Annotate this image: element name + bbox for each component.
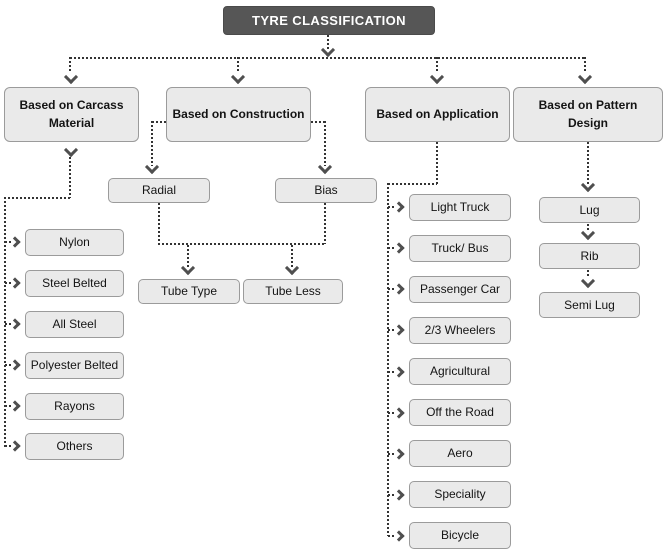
arrowhead-right-icon <box>9 359 21 371</box>
connector-line <box>436 142 438 184</box>
connector-line <box>158 243 326 245</box>
branch-header-construction: Based on Construction <box>166 87 311 142</box>
connector-line <box>324 121 326 166</box>
arrowhead-right-icon <box>393 489 405 501</box>
connector-line <box>69 57 71 73</box>
connector-line <box>388 371 396 373</box>
node-rayons: Rayons <box>25 393 124 420</box>
connector-line <box>69 157 71 198</box>
connector-line <box>158 203 160 244</box>
arrowhead-down-icon <box>230 69 246 85</box>
node-steel-belted: Steel Belted <box>25 270 124 297</box>
node-bias: Bias <box>275 178 377 203</box>
arrowhead-right-icon <box>393 407 405 419</box>
connector-line <box>187 245 189 267</box>
arrowhead-down-icon <box>144 159 160 175</box>
node-passenger-car: Passenger Car <box>409 276 511 303</box>
connector-line <box>5 405 13 407</box>
node-agricultural: Agricultural <box>409 358 511 385</box>
node-bicycle: Bicycle <box>409 522 511 549</box>
node-truck-bus: Truck/ Bus <box>409 235 511 262</box>
connector-line <box>388 412 396 414</box>
connector-line <box>291 245 293 267</box>
connector-line <box>70 57 585 59</box>
connector-line <box>5 282 13 284</box>
root-node-title: TYRE CLASSIFICATION <box>223 6 435 35</box>
connector-line <box>327 35 329 49</box>
connector-line <box>237 57 239 73</box>
node-others: Others <box>25 433 124 460</box>
node-aero: Aero <box>409 440 511 467</box>
connector-line <box>387 183 389 536</box>
arrowhead-right-icon <box>9 440 21 452</box>
connector-line <box>388 494 396 496</box>
node-off-the-road: Off the Road <box>409 399 511 426</box>
arrowhead-right-icon <box>393 530 405 542</box>
connector-line <box>388 206 396 208</box>
node-all-steel: All Steel <box>25 311 124 338</box>
connector-line <box>324 203 326 244</box>
connector-line <box>587 270 589 278</box>
node-speciality: Speciality <box>409 481 511 508</box>
arrowhead-right-icon <box>393 366 405 378</box>
connector-line <box>4 197 6 448</box>
connector-line <box>5 323 13 325</box>
connector-line <box>5 445 13 447</box>
branch-header-application: Based on Application <box>365 87 510 142</box>
arrowhead-down-icon <box>580 273 596 289</box>
connector-line <box>311 121 325 123</box>
connector-line <box>152 121 166 123</box>
arrowhead-down-icon <box>429 69 445 85</box>
arrowhead-down-icon <box>580 225 596 241</box>
arrowhead-right-icon <box>9 236 21 248</box>
arrowhead-right-icon <box>9 318 21 330</box>
arrowhead-right-icon <box>393 324 405 336</box>
arrowhead-right-icon <box>393 283 405 295</box>
connector-line <box>587 224 589 232</box>
connector-line <box>151 121 153 166</box>
node-rib: Rib <box>539 243 640 269</box>
arrowhead-down-icon <box>63 142 79 158</box>
node-light-truck: Light Truck <box>409 194 511 221</box>
node-polyester-belted: Polyester Belted <box>25 352 124 379</box>
node-nylon: Nylon <box>25 229 124 256</box>
node-lug: Lug <box>539 197 640 223</box>
node-tube-less: Tube Less <box>243 279 343 304</box>
connector-line <box>388 453 396 455</box>
arrowhead-down-icon <box>180 260 196 276</box>
connector-line <box>436 57 438 73</box>
arrowhead-down-icon <box>580 177 596 193</box>
connector-line <box>584 57 586 73</box>
connector-line <box>5 364 13 366</box>
connector-line <box>388 535 396 537</box>
arrowhead-down-icon <box>320 42 336 58</box>
branch-header-carcass: Based on Carcass Material <box>4 87 139 142</box>
connector-line <box>388 288 396 290</box>
arrowhead-right-icon <box>393 242 405 254</box>
arrowhead-down-icon <box>284 260 300 276</box>
arrowhead-right-icon <box>393 448 405 460</box>
node-2-3-wheelers: 2/3 Wheelers <box>409 317 511 344</box>
node-radial: Radial <box>108 178 210 203</box>
arrowhead-right-icon <box>9 277 21 289</box>
node-semi-lug: Semi Lug <box>539 292 640 318</box>
node-tube-type: Tube Type <box>138 279 240 304</box>
connector-line <box>388 183 437 185</box>
connector-line <box>5 241 13 243</box>
connector-line <box>388 247 396 249</box>
arrowhead-down-icon <box>317 159 333 175</box>
arrowhead-down-icon <box>577 69 593 85</box>
branch-header-pattern: Based on Pattern Design <box>513 87 663 142</box>
arrowhead-down-icon <box>63 69 79 85</box>
connector-line <box>388 329 396 331</box>
connector-line <box>4 197 71 199</box>
arrowhead-right-icon <box>9 400 21 412</box>
connector-line <box>587 142 589 184</box>
arrowhead-right-icon <box>393 201 405 213</box>
